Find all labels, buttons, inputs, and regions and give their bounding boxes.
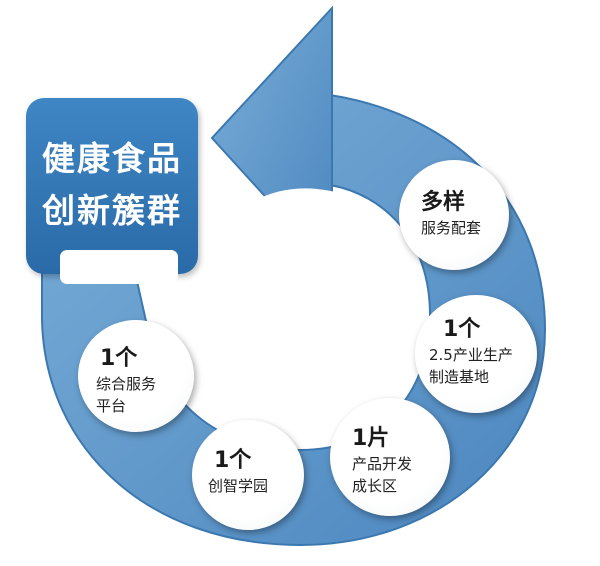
title-line-2: 创新簇群 — [42, 191, 182, 230]
node-label: 制造基地 — [429, 368, 490, 386]
node-number: 1个 — [214, 448, 252, 473]
node-label: 产品开发 — [352, 455, 413, 473]
node-product-dev: 1片 产品开发 成长区 — [330, 398, 450, 516]
ring-hole — [205, 188, 425, 440]
title-line-1: 健康食品 — [42, 139, 182, 178]
node-platform: 1个 综合服务 平台 — [78, 320, 194, 432]
node-number: 1个 — [100, 346, 138, 371]
node-manufacturing: 1个 2.5产业生产 制造基地 — [415, 295, 537, 413]
node-number: 1个 — [443, 317, 481, 342]
node-label: 创智学园 — [208, 477, 269, 495]
cluster-title-box: 健康食品 创新簇群 — [26, 98, 198, 274]
node-campus: 1个 创智学园 — [192, 420, 304, 530]
node-label: 平台 — [96, 397, 127, 415]
node-number: 1片 — [352, 426, 390, 451]
node-label: 综合服务 — [96, 375, 157, 393]
title-tab — [60, 250, 178, 284]
node-services: 多样 服务配套 — [399, 160, 509, 270]
node-label: 成长区 — [352, 477, 398, 495]
node-label: 2.5产业生产 — [429, 346, 513, 364]
node-label: 服务配套 — [421, 219, 482, 237]
node-number: 多样 — [421, 190, 466, 215]
